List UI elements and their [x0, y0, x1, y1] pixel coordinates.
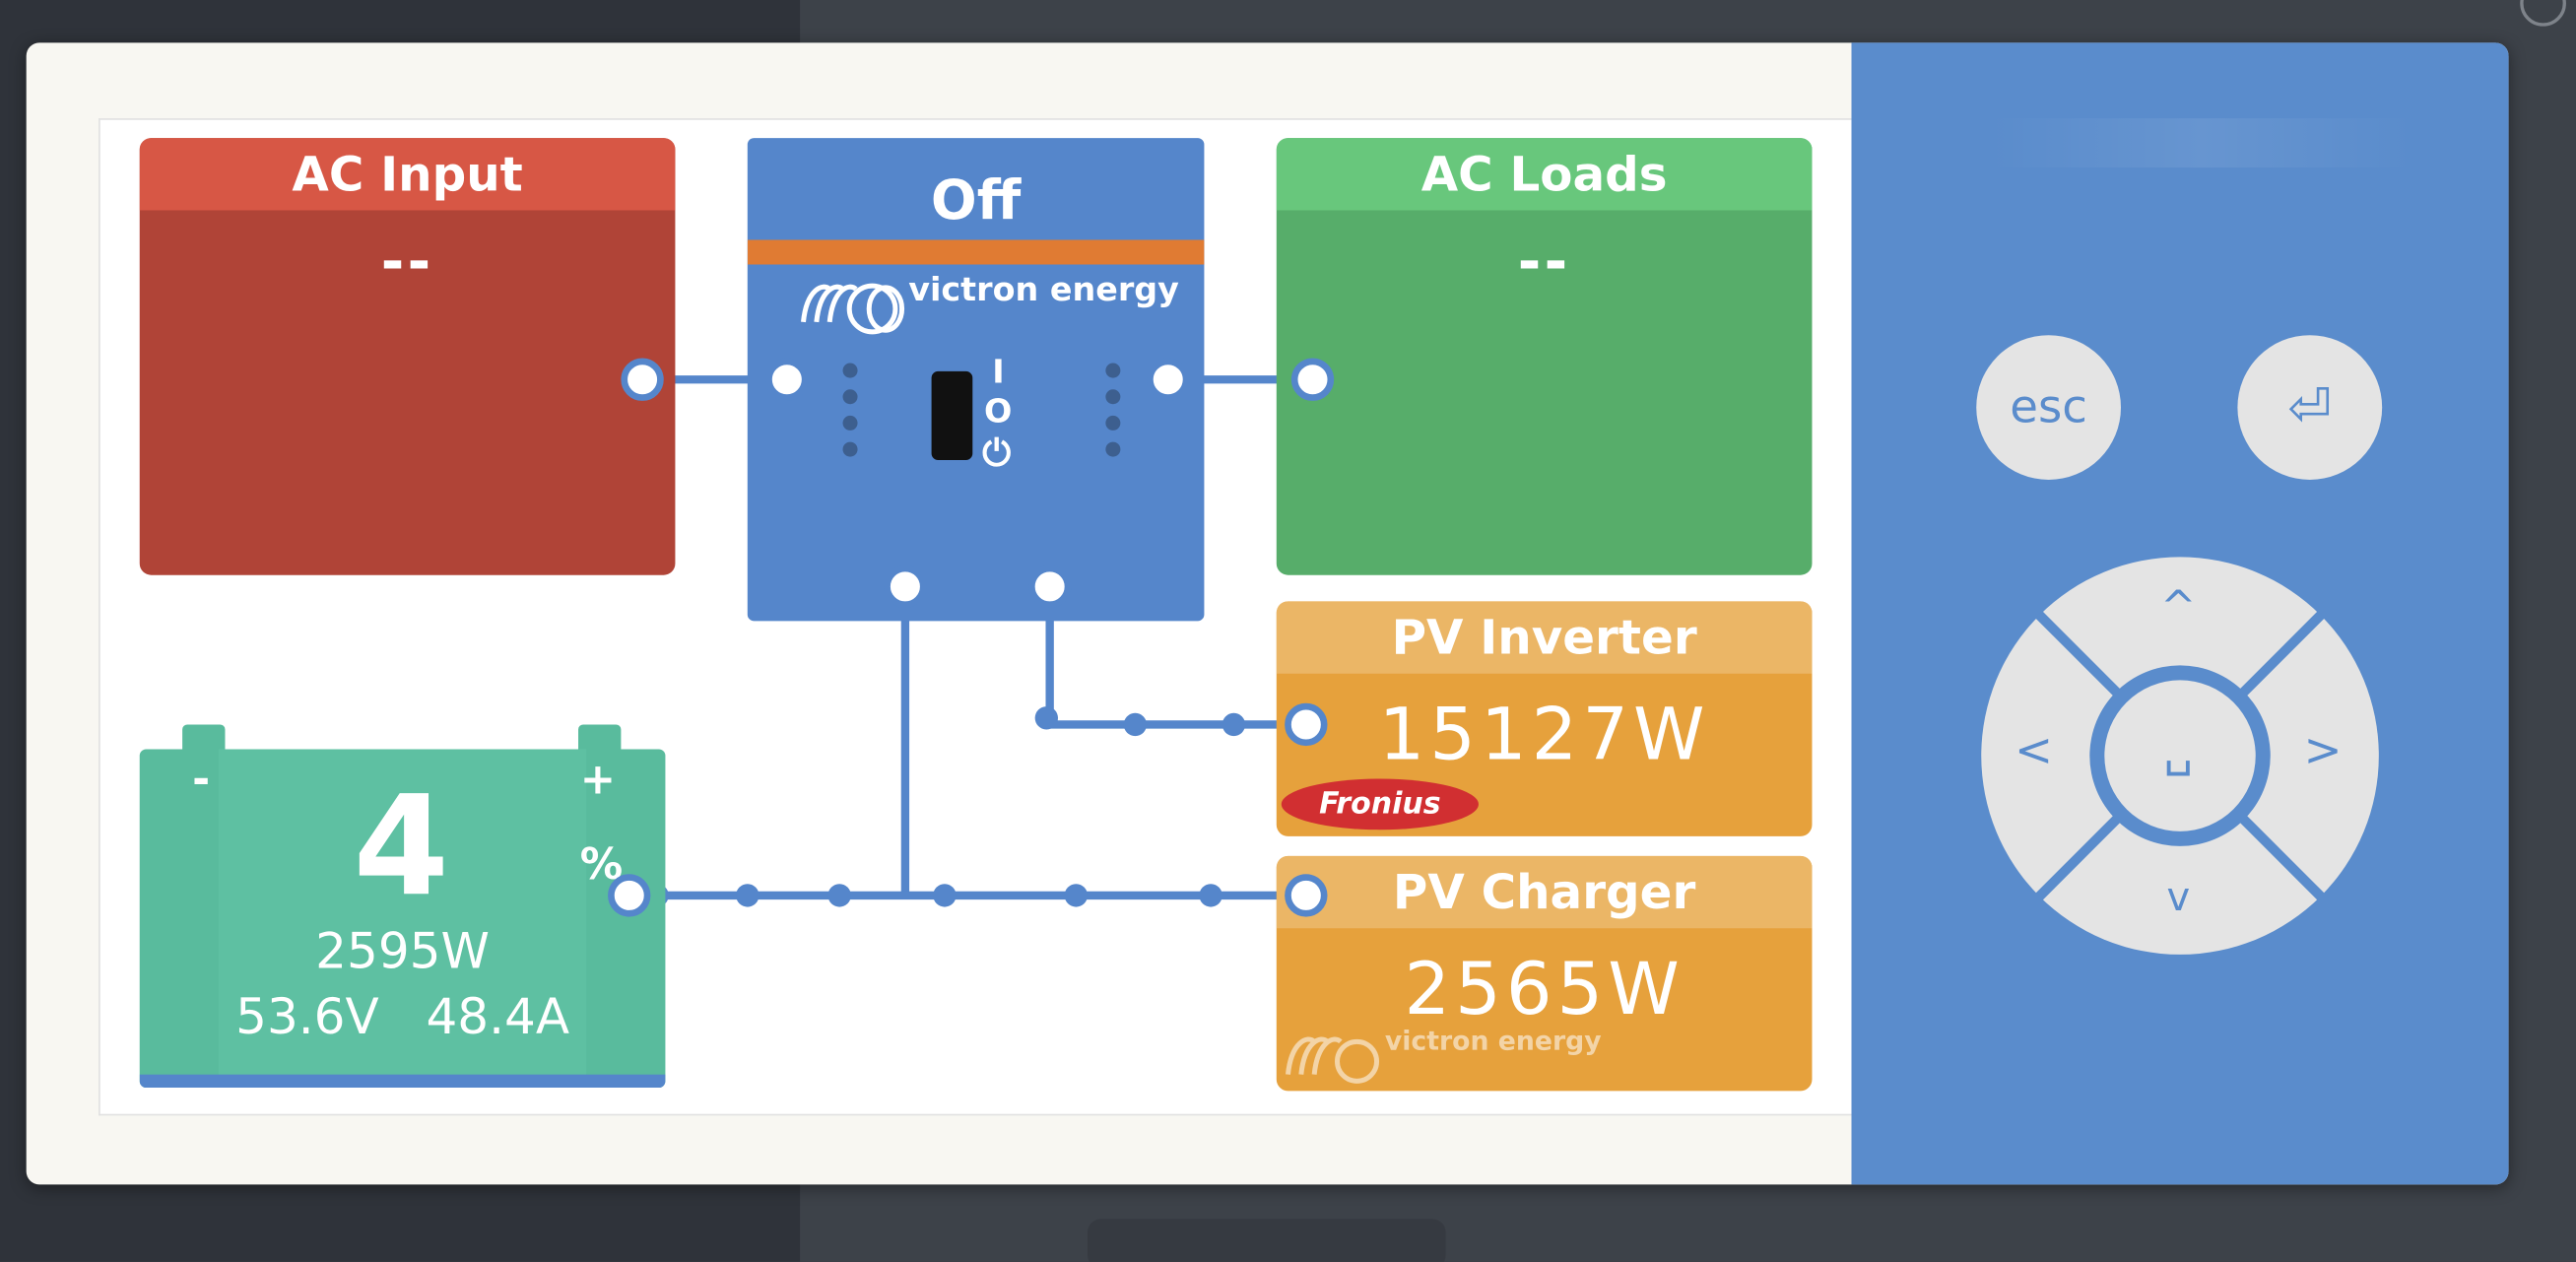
ac-input-tile: AC Input -- — [139, 138, 676, 575]
pv-inverter-title: PV Inverter — [1276, 601, 1813, 674]
ac-loads-title: AC Loads — [1276, 138, 1813, 211]
pv-charger-tile: PV Charger 2565W — [1276, 855, 1813, 1092]
battery-voltage-current: 53.6V 48.4A — [235, 988, 570, 1047]
ac-input-value: -- — [380, 230, 434, 297]
flow-dot — [736, 884, 760, 907]
status-led — [1105, 415, 1121, 431]
ac-input-connector — [621, 358, 664, 401]
flow-dot — [1222, 712, 1246, 737]
flow-dot — [1034, 706, 1058, 730]
battery-terminal — [182, 724, 226, 752]
panel-title-blur — [1987, 118, 2415, 168]
inverter-tile[interactable]: Off victron energy — [747, 138, 1205, 622]
switch-on-mark: I — [992, 351, 1005, 391]
status-led — [842, 441, 858, 457]
flow-dot — [1064, 884, 1089, 907]
inverter-pv-connector — [1027, 565, 1072, 609]
battery-soc: 4 — [353, 765, 450, 927]
victron-logo-icon — [801, 283, 905, 335]
inverter-switch[interactable] — [931, 370, 973, 460]
ac-input-title: AC Input — [139, 138, 676, 211]
switch-off-mark: O — [983, 390, 1013, 431]
pv-charger-value: 2565W — [1404, 948, 1684, 1032]
flow-dot — [933, 884, 957, 907]
status-led — [842, 363, 858, 378]
pv-inverter-connector — [1285, 702, 1328, 747]
battery-power: 2595W — [315, 923, 490, 981]
status-led — [1105, 363, 1121, 378]
up-button[interactable]: ^ — [2160, 583, 2197, 633]
inverter-stripe — [747, 239, 1205, 265]
inverter-out-connector — [1147, 358, 1190, 401]
inverter-dc-connector — [884, 565, 927, 609]
pv-charger-title: PV Charger — [1276, 855, 1813, 929]
right-button[interactable]: > — [2303, 722, 2343, 777]
status-led — [842, 389, 858, 405]
pv-inverter-value: 15127W — [1378, 693, 1710, 777]
victron-watermark-icon — [1285, 1036, 1380, 1084]
status-led — [1105, 389, 1121, 405]
enter-button[interactable]: ⏎ — [2237, 335, 2383, 480]
esc-button[interactable]: esc — [1976, 335, 2122, 480]
battery-connector — [608, 874, 651, 917]
battery-inner — [218, 749, 587, 1089]
status-led — [1105, 441, 1121, 457]
flow-dot — [827, 884, 851, 907]
left-button[interactable]: < — [2015, 722, 2054, 777]
battery-base — [139, 1074, 666, 1089]
flow-dot — [1199, 884, 1222, 907]
inverter-in-connector — [765, 358, 809, 401]
space-button[interactable]: ␣ — [2163, 722, 2194, 777]
pv-charger-connector — [1285, 874, 1328, 917]
battery-tile: - + 4 % 2595W 53.6V 48.4A — [139, 749, 666, 1089]
dpad — [1981, 557, 2379, 955]
fronius-logo: Fronius — [1281, 778, 1479, 830]
ac-loads-tile: AC Loads -- — [1276, 138, 1813, 575]
down-button[interactable]: v — [2166, 874, 2191, 920]
battery-minus-sign: - — [192, 756, 211, 806]
status-led — [842, 415, 858, 431]
ac-loads-connector — [1290, 358, 1335, 401]
ac-loads-value: -- — [1517, 230, 1571, 297]
flow-dot — [1123, 712, 1148, 737]
power-icon: ⏻ — [982, 433, 1012, 475]
inverter-brand: victron energy — [908, 269, 1179, 309]
battery-plus-sign: + — [579, 756, 617, 806]
background-bar — [1088, 1219, 1446, 1262]
pv-charger-brand: victron energy — [1384, 1025, 1602, 1057]
inverter-state: Off — [930, 167, 1022, 232]
battery-terminal — [578, 724, 622, 752]
